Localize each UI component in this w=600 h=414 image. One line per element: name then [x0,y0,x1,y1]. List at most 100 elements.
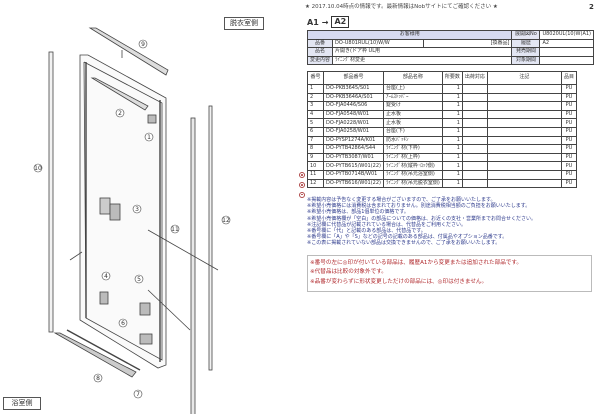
cell-no: 4 [307,109,324,120]
cell-shipping [461,92,488,103]
cell-type: PU [560,152,578,163]
cell-part-number: DO-PYTB616/W01(22) [322,178,384,189]
cell-qty: 1 [441,152,463,163]
cell-no: 6 [307,126,324,137]
revision-to: A2 [331,16,350,28]
cell-type: PU [560,92,578,103]
cell-type: PU [560,161,578,171]
cell-qty: 1 [441,169,463,180]
cell-part-number: DO-FJA0446/S06 [322,101,384,111]
cell-type: PU [560,109,578,120]
col-header-qty: 所要数 [441,71,463,85]
cell-shipping [461,144,488,154]
cell-no: 12 [307,178,324,189]
cell-note [486,135,562,146]
parts-table-header: 番号 部品番号 部品名称 所要数 出荷対応 注記 品目 [307,71,578,85]
callout-7: 7 [136,391,140,398]
cell-part-number: DO-PYTB3087/W01 [322,152,384,163]
cell-qty: 1 [441,101,463,111]
cell-no: 5 [307,118,324,128]
info-label: 展開図No [511,30,541,40]
cell-shipping [461,84,488,94]
info-value [539,55,594,66]
callout-10: 10 [34,165,42,172]
cell-no: 11 [307,169,324,180]
note-line: ※番号欄に「A」や「S」などの記号の記載のある部品は、付属品やオプション品番です… [307,234,508,241]
cell-shipping [461,169,488,180]
cell-no: 7 [307,135,324,146]
cell-shipping [461,101,488,111]
cell-note [486,92,562,103]
info-label: 品名 [306,47,334,57]
callout-2: 2 [118,110,122,117]
changed-marker-icon [299,182,305,188]
cell-part-number: DO-FJA0548/W01 [322,109,384,120]
cell-note [486,109,562,120]
dressing-room-side-label: 脱衣室側 [224,17,264,30]
notes-list: ※掲載内容は予告なく変更する場合がございますので、ご了承をお願いいたします。※希… [307,197,536,247]
cell-note [486,84,562,94]
info-label: 変更内容 [306,55,334,66]
cell-type: PU [560,178,578,189]
cell-no: 1 [307,84,324,94]
info-value: DO-U801RUL(10)W/W [332,38,425,49]
info-value: U8020UL(10)W(A1) [539,30,594,40]
cell-shipping [461,109,488,120]
note-line: ※番号欄に「代」と記載のある部品は、代替品です。 [307,228,426,235]
cell-type: PU [560,126,578,137]
cell-part-name: 止水板 [382,118,443,128]
callout-5: 5 [137,276,141,283]
revision-from: A1 [307,17,319,27]
cell-shipping [461,126,488,137]
change-note-line: ※番号の左に◎印が付いている部品は、履歴A1から変更または追加された部品です。 [310,260,523,266]
note-line: ※この表に掲載されていない部品は交換できませんので、ご了承をお願いいたします。 [307,240,501,247]
callout-6: 6 [121,320,125,327]
cell-part-number: DO-FJA0228/W01 [322,118,384,128]
col-header-part-name: 部品名称 [382,71,443,85]
cell-note [486,161,562,171]
product-info-table: お客様用 展開図No U8020UL(10)W(A1) 品番 DO-U801RU… [306,30,594,66]
cell-shipping [461,178,488,189]
callout-8: 8 [96,375,100,382]
info-value: A2 [539,38,594,49]
exploded-parts-diagram: 9 2 1 10 3 11 12 4 5 6 8 7 脱衣室側 浴室側 [0,0,280,414]
callout-12: 12 [222,217,230,224]
changed-marker-icon [299,191,305,198]
col-header-part-number: 部品番号 [322,71,384,85]
cell-note [486,144,562,154]
cell-type: PU [560,135,578,146]
arrow-right-icon: → [321,17,329,27]
callout-3: 3 [135,206,139,213]
change-note-line: ※品番が変わらずに形状変更しただけの部品には、◎印は付きません。 [310,278,488,285]
info-title: お客様用 [306,30,513,40]
cell-no: 8 [307,144,324,154]
cell-part-name: ﾗｲﾆﾝｸﾞ材(上枠) [382,152,443,163]
note-line: ※希望小売価格には消費税は含まれておりません。別途消費税相当額のご負担をお願いい… [307,203,531,210]
cell-part-name: 止水板 [382,109,443,120]
cell-note [486,169,562,180]
cell-part-name: ﾗｲﾆﾝｸﾞ材(下枠) [382,144,443,154]
col-header-shipping: 出荷対応 [461,71,488,85]
cell-note [486,126,562,137]
info-value [539,47,594,57]
cell-part-number: DO-FJA0258/W01 [322,126,384,137]
cell-qty: 1 [441,118,463,128]
bathroom-side-label: 浴室側 [3,397,41,410]
info-date-notice: ★ 2017.10.04時点の情報です。最新情報はNobサイトにてご確認ください… [305,4,498,10]
col-header-note: 注記 [486,71,562,85]
cell-shipping [461,135,488,146]
cell-qty: 1 [441,84,463,94]
cell-type: PU [560,144,578,154]
note-line: ※掲載内容は予告なく変更する場合がございますので、ご了承をお願いいたします。 [307,197,496,203]
info-value: 片開き(ドア枠 UL用 [332,47,513,57]
